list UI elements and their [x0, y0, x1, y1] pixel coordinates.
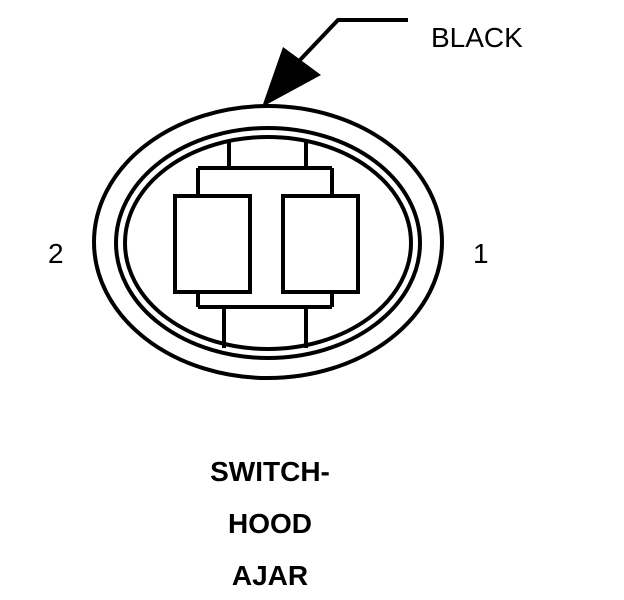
connector-inner-shell: [123, 135, 413, 351]
leader-line: [298, 18, 408, 62]
connector-title-line-3: AJAR: [231, 560, 309, 591]
pin-number-left: 2: [48, 238, 64, 269]
leader-arrowhead: [262, 47, 321, 107]
terminal-cavity-1: [281, 194, 360, 294]
connector-middle-shell: [114, 126, 422, 360]
wire-color-label: BLACK: [431, 22, 523, 53]
pin-number-right: 1: [473, 238, 489, 269]
connector-title-line-1: SWITCH-: [210, 456, 330, 487]
connector-title-line-2: HOOD: [228, 508, 312, 539]
connector-outer-shell: [92, 104, 444, 380]
terminal-cavity-2: [173, 194, 252, 294]
